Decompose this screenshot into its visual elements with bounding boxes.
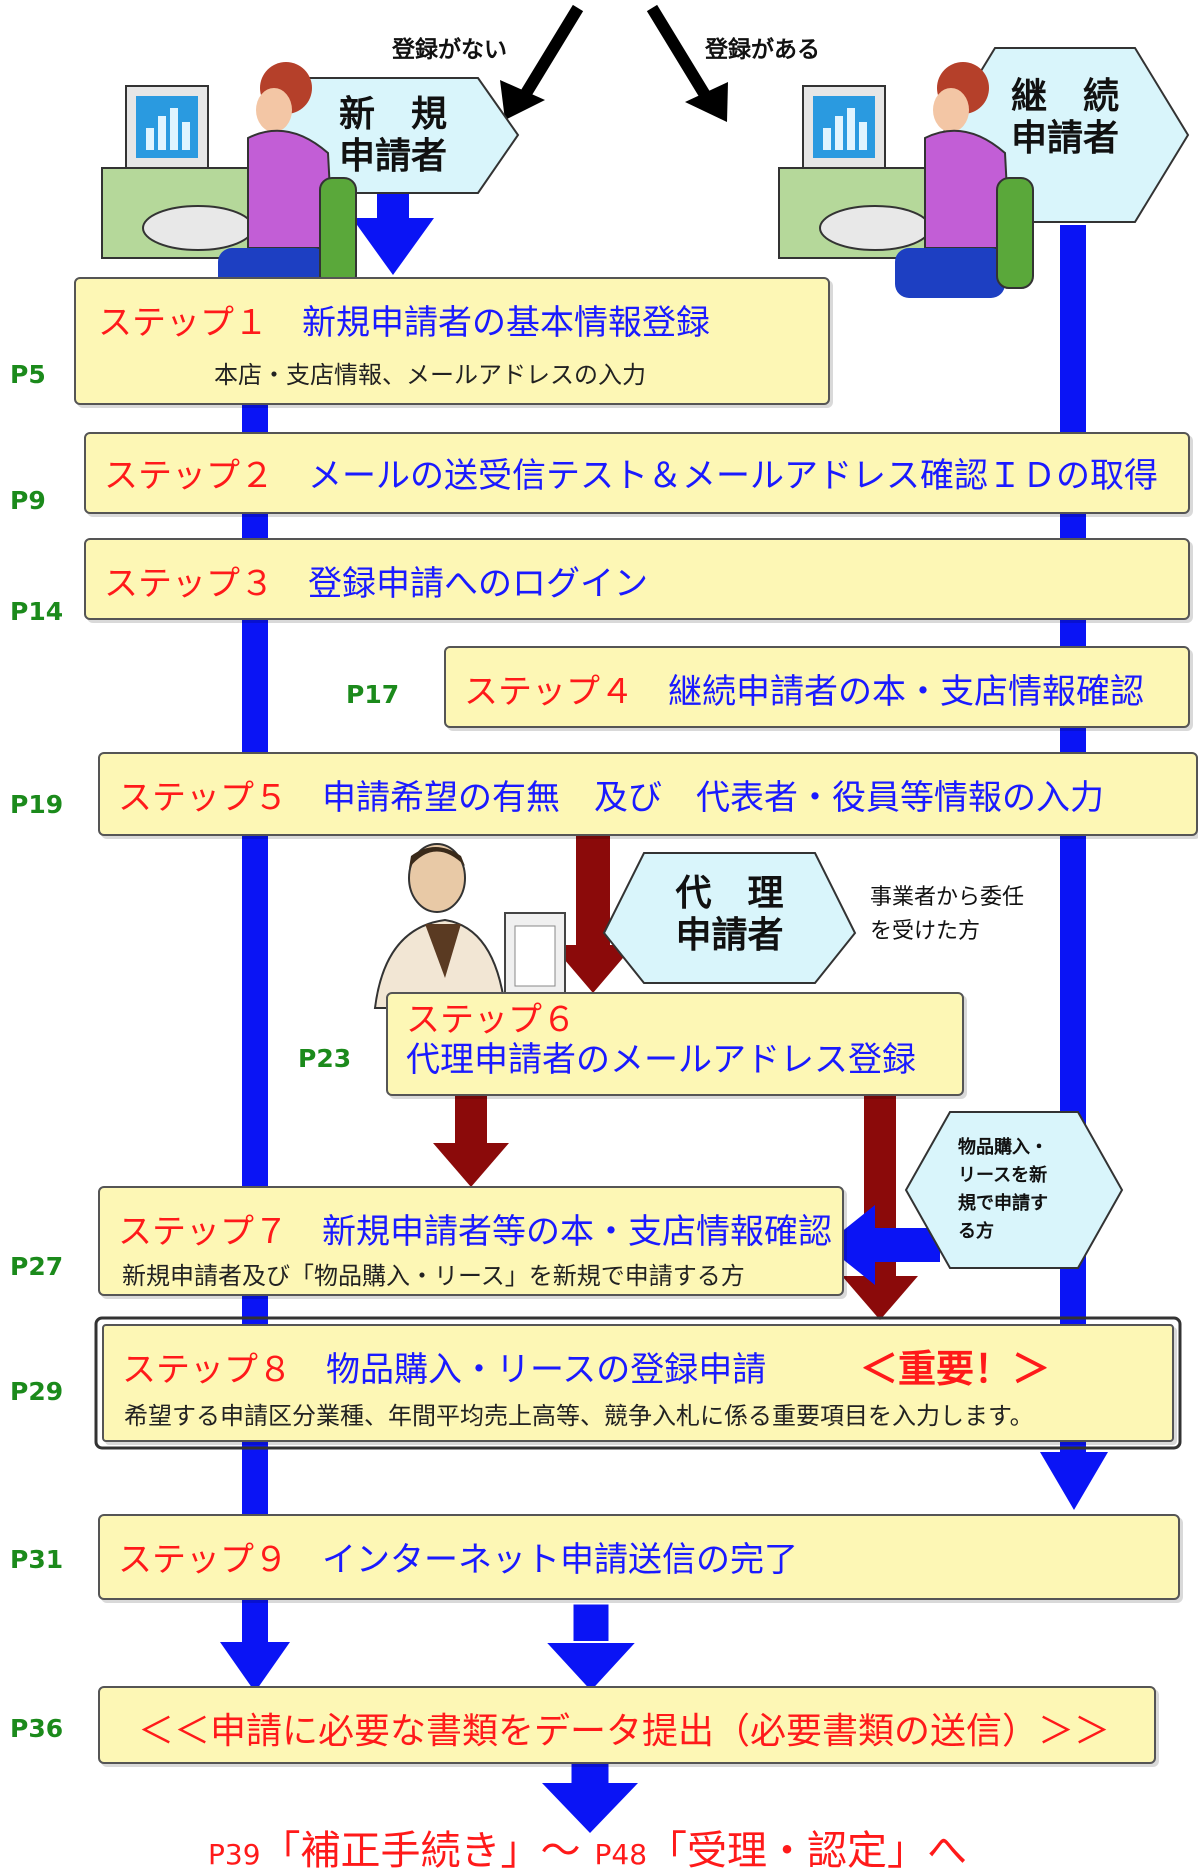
step3-text: 登録申請へのログイン — [308, 564, 648, 604]
step8-sub: 希望する申請区分業種、年間平均売上高等、競争入札に係る重要項目を入力します。 — [124, 1402, 1034, 1430]
has-registration-label: 登録がある — [705, 37, 820, 63]
submit-docs-box — [98, 1686, 1156, 1764]
step2-text: メールの送受信テスト＆メールアドレス確認ＩＤの取得 — [308, 456, 1158, 496]
step7-page: P27 — [10, 1252, 64, 1281]
arrow-step6-to-step8 — [842, 1096, 918, 1320]
step1-box — [74, 277, 830, 405]
step6-box — [386, 992, 964, 1096]
step3-box — [84, 538, 1190, 620]
step4-box — [444, 646, 1190, 728]
new-applicant-label: 新 規 申請者 — [338, 94, 448, 178]
proxy-applicant-note: 事業者から委任 を受けた方 — [870, 881, 1024, 949]
step3-page: P14 — [10, 597, 64, 626]
proxy-applicant-line2: 申請者 — [675, 915, 784, 956]
continuing-applicant-line1: 継 続 — [1010, 76, 1119, 117]
final-page2: P48 — [594, 1838, 648, 1871]
step7-sub: 新規申請者及び「物品購入・リース」を新規で申請する方 — [122, 1262, 745, 1290]
step7-box — [98, 1186, 844, 1296]
proxy-applicant-label: 代 理 申請者 — [672, 873, 787, 957]
step7-text: 新規申請者等の本・支店情報確認 — [322, 1212, 832, 1252]
continuing-applicant-label: 継 続 申請者 — [1010, 76, 1120, 160]
step3-title: ステップ３ 登録申請へのログイン — [104, 556, 648, 605]
step1-sub: 本店・支店情報、メールアドレスの入力 — [214, 361, 646, 389]
step8-outer-border — [94, 1316, 1182, 1450]
woman-computer-icon — [778, 62, 1034, 298]
final-text1: 「補正手続き」～ — [260, 1828, 581, 1874]
buppin-line1: 物品購入・ — [958, 1137, 1048, 1158]
arrow-new-to-step1 — [352, 182, 434, 275]
step9-title: ステップ９ インターネット申請送信の完了 — [118, 1532, 798, 1581]
step2-box — [84, 432, 1190, 514]
man-computer-icon — [373, 843, 566, 1009]
buppin-hexagon — [904, 1111, 1124, 1269]
step2-page: P9 — [10, 486, 46, 515]
step7-number: ステップ７ — [118, 1212, 288, 1252]
step6-number: ステップ６ — [406, 1000, 576, 1040]
new-applicant-line1: 新 規 — [338, 94, 447, 135]
step5-text: 申請希望の有無 及び 代表者・役員等情報の入力 — [322, 778, 1104, 818]
step9-page: P31 — [10, 1545, 64, 1574]
step1-number: ステップ１ — [98, 303, 268, 343]
woman-computer-icon — [101, 62, 357, 298]
step8-page: P29 — [10, 1377, 64, 1406]
arrow-step9-left-down — [220, 1603, 290, 1692]
step4-number: ステップ４ — [464, 672, 634, 712]
new-applicant-line2: 申請者 — [338, 136, 447, 177]
step8-number: ステップ８ — [122, 1350, 292, 1390]
arrow-has-registration — [646, 4, 728, 122]
step4-text: 継続申請者の本・支店情報確認 — [668, 672, 1144, 712]
step1-page: P5 — [10, 360, 46, 389]
arrow-step9-center-down — [542, 1601, 640, 1694]
step8-important: ＜重要！＞ — [860, 1347, 1051, 1391]
buppin-line3: 規で申請す — [958, 1193, 1048, 1214]
right-flow-line — [1060, 225, 1086, 1455]
step3-number: ステップ３ — [104, 564, 274, 604]
step6-page: P23 — [298, 1044, 352, 1073]
step5-page: P19 — [10, 790, 64, 819]
final-page1: P39 — [208, 1838, 261, 1871]
final-text2: 「受理・認定」へ — [647, 1828, 968, 1874]
step9-number: ステップ９ — [118, 1540, 288, 1580]
step8-text: 物品購入・リースの登録申請 — [326, 1350, 767, 1390]
arrow-buppin-to-step7 — [825, 1205, 940, 1285]
step6-title: ステップ６ 代理申請者のメールアドレス登録 — [406, 1000, 916, 1080]
step2-title: ステップ２ メールの送受信テスト＆メールアドレス確認ＩＤの取得 — [104, 448, 1158, 497]
buppin-line4: る方 — [958, 1221, 994, 1242]
step8-box — [102, 1324, 1174, 1442]
no-registration-label: 登録がない — [392, 37, 507, 63]
step4-page: P17 — [346, 680, 400, 709]
step1-title: ステップ１ 新規申請者の基本情報登録 — [98, 295, 710, 344]
proxy-applicant-hexagon — [602, 852, 857, 984]
step2-number: ステップ２ — [104, 456, 274, 496]
proxy-note-line2: を受けた方 — [870, 919, 981, 944]
arrow-no-registration — [500, 4, 584, 120]
step4-title: ステップ４ 継続申請者の本・支店情報確認 — [464, 664, 1144, 713]
submit-docs-text: ＜＜申請に必要な書類をデータ提出（必要書類の送信）＞＞ — [138, 1711, 1111, 1752]
step5-title: ステップ５ 申請希望の有無 及び 代表者・役員等情報の入力 — [118, 770, 1104, 819]
step5-number: ステップ５ — [118, 778, 288, 818]
buppin-line2: リースを新 — [958, 1165, 1048, 1186]
continuing-applicant-line2: 申請者 — [1010, 118, 1119, 159]
step1-text: 新規申請者の基本情報登録 — [302, 303, 710, 343]
step9-text: インターネット申請送信の完了 — [322, 1540, 798, 1580]
arrow-step6-to-step7 — [433, 1096, 509, 1187]
step8-title: ステップ８ 物品購入・リースの登録申請 — [122, 1342, 766, 1391]
step7-title: ステップ７ 新規申請者等の本・支店情報確認 — [118, 1204, 832, 1253]
proxy-applicant-line1: 代 理 — [675, 873, 784, 914]
proxy-note-line1: 事業者から委任 — [870, 885, 1025, 910]
final-line: P39「補正手続き」～ P48「受理・認定」へ — [208, 1818, 967, 1876]
submit-docs-page: P36 — [10, 1714, 64, 1743]
step5-box — [98, 752, 1198, 836]
arrow-continuing-to-step9 — [1040, 1452, 1108, 1510]
step9-box — [98, 1514, 1180, 1600]
buppin-new-label: 物品購入・ リースを新 規で申請す る方 — [958, 1134, 1048, 1246]
step6-text: 代理申請者のメールアドレス登録 — [406, 1040, 916, 1080]
